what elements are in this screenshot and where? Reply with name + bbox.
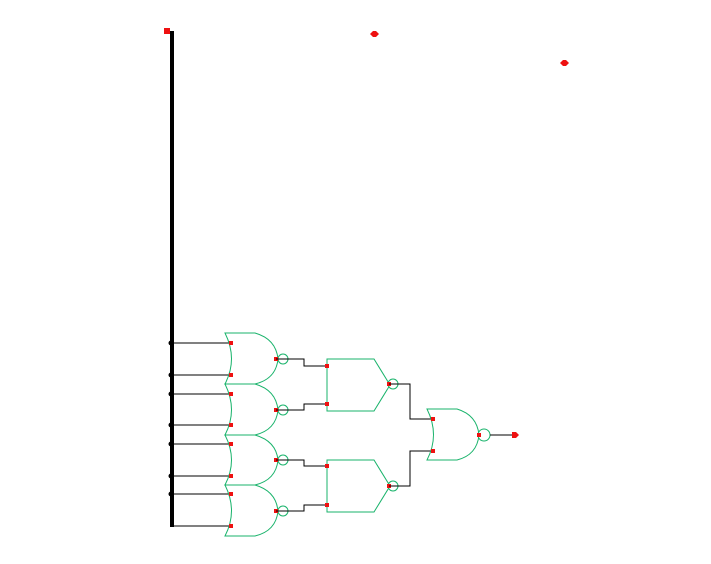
junction-dot	[168, 340, 174, 346]
nor-gate-4[interactable]	[224, 484, 289, 537]
nand-gate-1[interactable]	[325, 358, 399, 412]
floating-pin-1[interactable]	[370, 31, 379, 37]
wire-nand1-to-final[interactable]	[389, 383, 433, 420]
junction-dot	[168, 422, 174, 428]
junction-dot	[168, 491, 174, 497]
stage1-to-stage2-wires	[276, 358, 327, 512]
junction-dot	[168, 441, 174, 447]
junction-dot	[168, 372, 174, 378]
bus-taps	[168, 340, 231, 527]
stage2-to-stage3-wires	[389, 383, 433, 487]
junction-dot	[168, 473, 174, 479]
nor-gate-2[interactable]	[224, 383, 289, 436]
floating-pin-2[interactable]	[560, 60, 569, 66]
nand-gate-2[interactable]	[325, 459, 399, 513]
bus-top-pin[interactable]	[164, 28, 170, 34]
wire-nor3-to-nand2[interactable]	[276, 459, 327, 467]
wire-nand2-to-final[interactable]	[389, 450, 433, 487]
wire-nor2-to-nand1[interactable]	[276, 403, 327, 411]
wire-nor4-to-nand2[interactable]	[276, 504, 327, 512]
nor-gate-final[interactable]	[426, 408, 491, 461]
wire-nor1-to-nand1[interactable]	[276, 358, 327, 367]
output-pin[interactable]	[512, 432, 519, 438]
junction-dot	[168, 391, 174, 397]
